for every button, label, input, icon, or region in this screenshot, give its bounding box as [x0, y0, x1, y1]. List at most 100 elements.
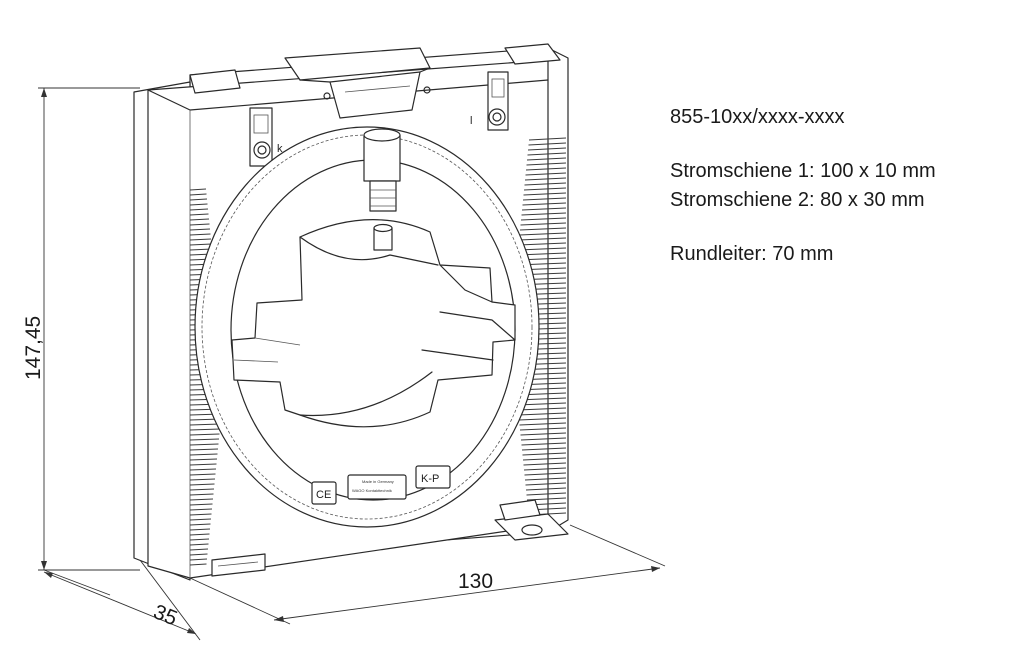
- rib-line: [523, 192, 567, 196]
- rib-line: [189, 528, 211, 531]
- rib-line: [189, 458, 218, 461]
- maker-plate-line1: Made in Germany: [362, 479, 394, 484]
- rib-line: [519, 422, 567, 426]
- maker-plate: Made in Germany WAGO Kontakttechnik: [347, 474, 407, 500]
- terminal-k: k: [249, 107, 283, 167]
- rib-line: [526, 492, 567, 496]
- rib-line: [525, 487, 567, 491]
- rib-line: [189, 513, 212, 516]
- rib-line: [189, 228, 211, 231]
- rib-line: [527, 147, 567, 151]
- rib-line: [189, 553, 208, 556]
- rib-line: [518, 242, 567, 246]
- kp-mark-text: K-P: [421, 473, 439, 485]
- busbar-2-spec: Stromschiene 2: 80 x 30 mm: [670, 189, 925, 211]
- mounting-foot-left: [211, 553, 266, 577]
- rib-line: [189, 478, 216, 481]
- rib-line: [524, 472, 567, 476]
- rib-line: [519, 227, 567, 231]
- rib-line: [525, 482, 567, 486]
- rib-line: [525, 167, 567, 171]
- rib-line: [189, 213, 209, 216]
- rib-line: [189, 543, 209, 546]
- ce-mark: CE: [311, 481, 337, 505]
- rib-line: [526, 157, 567, 161]
- rib-line: [519, 427, 567, 431]
- rib-line: [523, 467, 567, 471]
- busbar-1-spec: Stromschiene 1: 100 x 10 mm: [670, 160, 936, 182]
- rib-line: [522, 197, 567, 201]
- rib-line: [189, 498, 214, 501]
- width-dimension: 130: [189, 524, 666, 625]
- kp-mark: K-P: [415, 465, 451, 489]
- rib-line: [189, 508, 213, 511]
- rib-line: [528, 142, 567, 146]
- rib-line: [189, 488, 215, 491]
- rib-line: [521, 207, 567, 211]
- rib-line: [189, 433, 220, 436]
- width-dimension-label: 130: [458, 570, 493, 593]
- rib-line: [189, 563, 207, 566]
- rib-line: [189, 443, 219, 446]
- rib-line: [520, 217, 567, 221]
- rib-line: [524, 182, 567, 186]
- rib-line: [521, 212, 567, 216]
- rib-line: [522, 202, 567, 206]
- rib-line: [523, 187, 567, 191]
- rib-line: [189, 218, 210, 221]
- rib-line: [518, 412, 567, 416]
- rib-line: [189, 208, 209, 211]
- top-clamp: [189, 43, 561, 119]
- rib-line: [521, 447, 567, 451]
- rib-line: [189, 238, 212, 241]
- terminal-l-label: l: [470, 115, 472, 127]
- rib-line: [189, 533, 210, 536]
- specification-block: 855-10xx/xxxx-xxxx Stromschiene 1: 100 x…: [670, 103, 1010, 269]
- rib-line: [523, 462, 567, 466]
- rib-line: [189, 493, 214, 496]
- maker-plate-line2: WAGO Kontakttechnik: [352, 488, 392, 493]
- rib-line: [189, 438, 220, 441]
- rib-line: [520, 437, 567, 441]
- terminal-k-label: k: [277, 143, 283, 155]
- mounting-foot-right: [494, 499, 569, 541]
- rib-line: [524, 477, 567, 481]
- rib-line: [519, 232, 567, 236]
- rib-line: [189, 203, 208, 206]
- rib-line: [522, 452, 567, 456]
- rib-line: [189, 473, 216, 476]
- rib-line: [189, 548, 209, 551]
- height-dimension-label: 147,45: [22, 316, 45, 380]
- terminal-l: l: [470, 71, 509, 131]
- rib-line: [522, 457, 567, 461]
- rib-line: [189, 463, 217, 466]
- rib-line: [524, 177, 567, 181]
- rib-line: [517, 407, 567, 411]
- rib-line: [525, 172, 567, 176]
- rib-line: [520, 222, 567, 226]
- rib-line: [189, 523, 211, 526]
- rib-line: [189, 198, 208, 201]
- conductor-window: [231, 219, 516, 428]
- rib-line: [189, 243, 212, 246]
- rib-line: [526, 162, 567, 166]
- rib-line: [189, 483, 215, 486]
- rib-line: [518, 417, 567, 421]
- rib-line: [189, 193, 207, 196]
- rib-line: [189, 223, 210, 226]
- rib-line: [189, 423, 221, 426]
- rib-line: [520, 432, 567, 436]
- rib-line: [189, 428, 221, 431]
- rib-line: [528, 137, 567, 141]
- ce-mark-text: CE: [316, 489, 331, 501]
- clamp-screw: [363, 128, 401, 251]
- rib-line: [189, 188, 207, 191]
- rib-line: [518, 237, 567, 241]
- rib-line: [189, 468, 217, 471]
- rib-line: [189, 518, 212, 521]
- height-dimension: 147,45: [22, 87, 140, 571]
- rib-line: [189, 233, 211, 236]
- rib-line: [189, 448, 219, 451]
- rib-line: [189, 453, 218, 456]
- round-conductor-spec: Rundleiter: 70 mm: [670, 243, 834, 265]
